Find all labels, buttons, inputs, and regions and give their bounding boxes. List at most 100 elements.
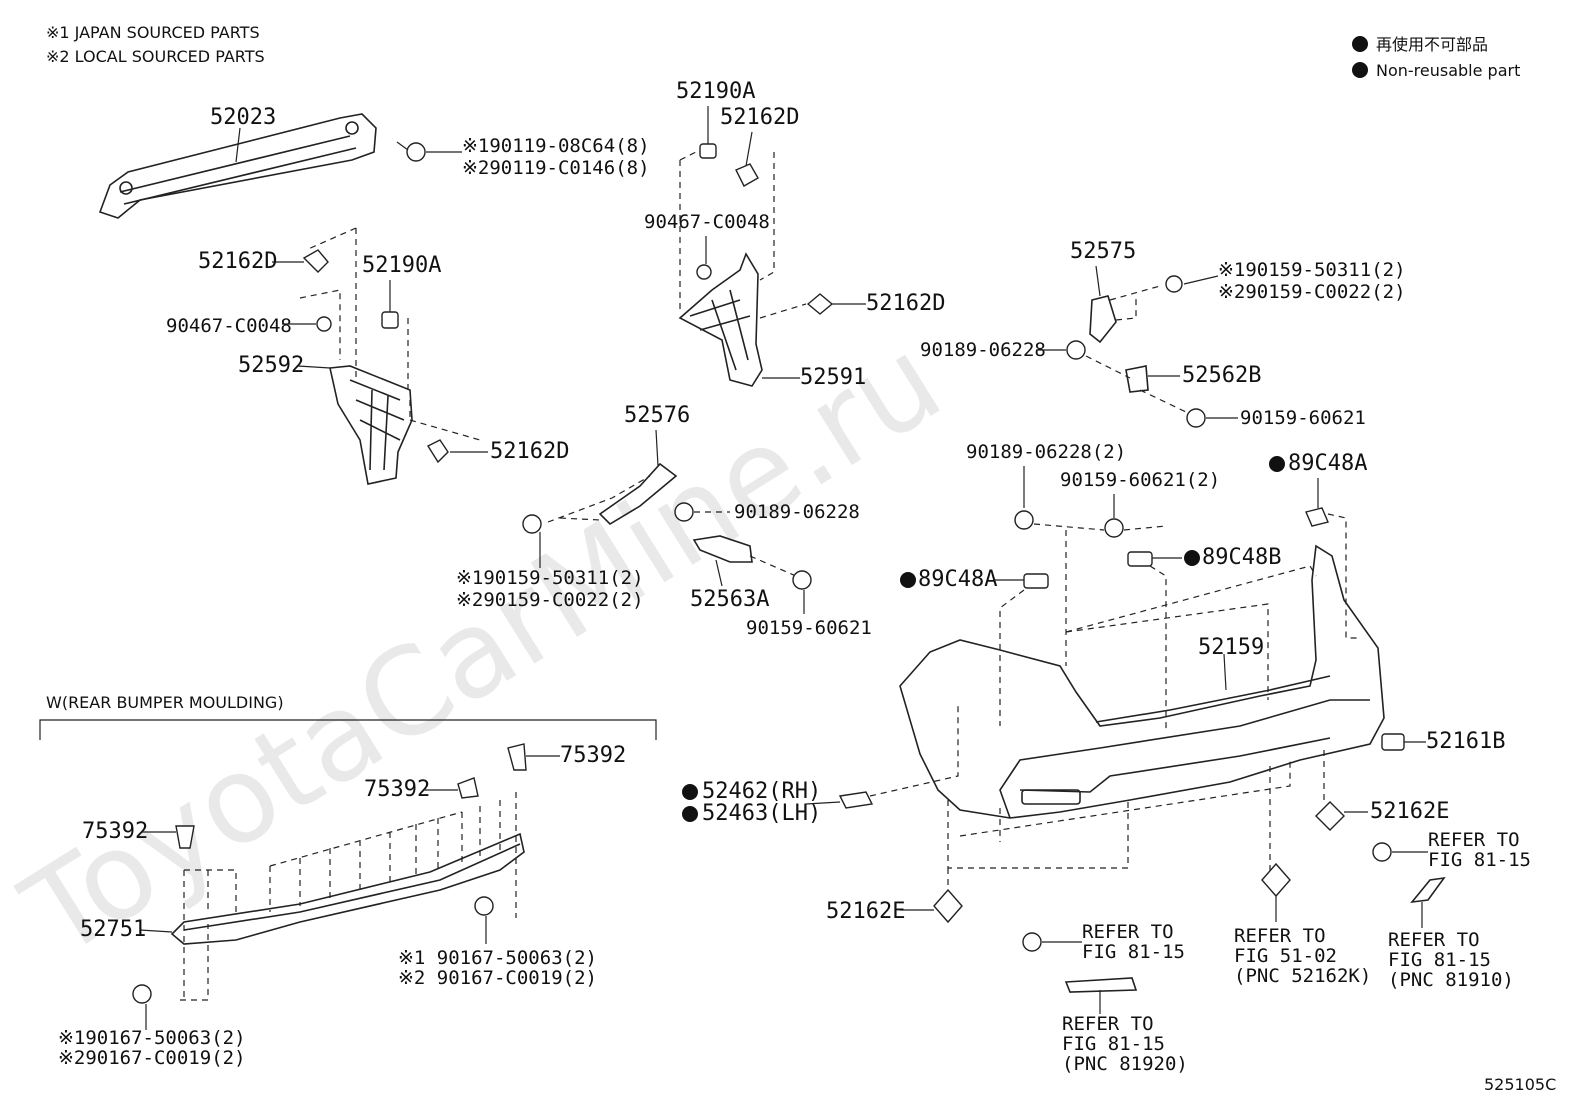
label-bolt-290167-b: ※290167-C0019(2) — [58, 1047, 246, 1069]
label-90159-60621-a: 90159-60621 — [746, 617, 872, 639]
label-75392-c: 75392 — [82, 819, 148, 844]
clip-icon — [1022, 932, 1042, 952]
label-90467-C0048-b: 90467-C0048 — [644, 211, 770, 233]
clip-icon — [806, 293, 834, 315]
non-reusable-dot-icon — [1352, 36, 1368, 52]
label-52162E-a: 52162E — [1370, 799, 1449, 824]
bolt-icon — [1165, 275, 1183, 293]
bolt-icon — [1014, 510, 1034, 530]
label-bolt-290159-b: ※290159-C0022(2) — [1218, 281, 1406, 303]
moulding-bracket — [39, 719, 657, 740]
ref5-refer-to: REFER TO — [1062, 1013, 1154, 1035]
clip-icon — [696, 264, 712, 280]
part-52462-pad[interactable] — [838, 791, 874, 809]
label-52591: 52591 — [800, 365, 866, 390]
nut-icon — [381, 311, 399, 329]
clip-icon — [735, 163, 759, 187]
ref3-refer-to: REFER TO — [1234, 925, 1326, 947]
part-52161B-cap[interactable] — [1381, 733, 1405, 751]
non-reusable-dot-icon — [1352, 62, 1368, 78]
clip-icon — [1127, 551, 1153, 567]
clip-icon — [1023, 573, 1049, 589]
note-local-sourced: ※2 LOCAL SOURCED PARTS — [46, 47, 265, 66]
moulding-section-title: W(REAR BUMPER MOULDING) — [46, 693, 284, 712]
label-52162D-b: 52162D — [490, 439, 569, 464]
bolt-icon — [522, 514, 542, 534]
clip-icon — [316, 316, 332, 332]
ref3-fig: FIG 51-02 — [1234, 945, 1337, 967]
label-52162D-d: 52162D — [866, 291, 945, 316]
bolt-icon — [396, 141, 426, 162]
label-52190A-b: 52190A — [676, 79, 755, 104]
label-bolt-290159-a: ※290159-C0022(2) — [456, 589, 644, 611]
ref2-pnc: (PNC 81910) — [1388, 969, 1514, 991]
label-52563A: 52563A — [690, 587, 769, 612]
ref4-fig: FIG 81-15 — [1082, 941, 1185, 963]
clip-icon — [1372, 842, 1392, 862]
label-bolt-290167-a: ※2 90167-C0019(2) — [398, 967, 597, 989]
part-52576-bracket[interactable] — [598, 462, 678, 526]
label-bolt-290119: ※290119-C0146(8) — [462, 157, 650, 179]
clip-icon — [1315, 801, 1345, 831]
part-52592-bracket[interactable] — [329, 365, 413, 485]
label-90189-06228-a: 90189-06228 — [734, 501, 860, 523]
label-bolt-190159-b: ※190159-50311(2) — [1218, 259, 1406, 281]
label-bolt-190119: ※190119-08C64(8) — [462, 135, 650, 157]
part-52751-moulding[interactable] — [170, 832, 525, 945]
part-52159-bumper-cover[interactable] — [899, 544, 1385, 819]
label-bolt-190159-a: ※190159-50311(2) — [456, 567, 644, 589]
ref4-refer-to: REFER TO — [1082, 921, 1174, 943]
label-89C48B: 89C48B — [1202, 545, 1281, 570]
clip-icon — [933, 888, 963, 924]
ref2-refer-to: REFER TO — [1388, 929, 1480, 951]
label-90467-C0048-a: 90467-C0048 — [166, 315, 292, 337]
label-52751: 52751 — [80, 917, 146, 942]
non-reusable-dot-icon — [682, 784, 698, 800]
label-52562B: 52562B — [1182, 363, 1261, 388]
label-52162D-a: 52162D — [198, 249, 277, 274]
part-52023-reinforcement[interactable] — [98, 113, 377, 219]
non-reusable-dot-icon — [1184, 550, 1200, 566]
part-52575-bracket[interactable] — [1089, 295, 1117, 344]
bolt-icon — [1066, 340, 1086, 360]
clip-icon — [457, 777, 479, 799]
non-reusable-dot-icon — [900, 572, 916, 588]
clip-icon — [1305, 507, 1329, 527]
label-bolt-190167-a: ※1 90167-50063(2) — [398, 947, 597, 969]
label-89C48A-a: 89C48A — [1288, 451, 1367, 476]
part-52591-bracket[interactable] — [678, 252, 763, 387]
ref2-fig: FIG 81-15 — [1388, 949, 1491, 971]
bolt-icon — [1186, 408, 1206, 428]
label-90189-06228-2: 90189-06228(2) — [966, 441, 1126, 463]
part-52563A-bracket[interactable] — [692, 535, 753, 563]
non-reusable-dot-icon — [1269, 456, 1285, 472]
legend-japanese: 再使用不可部品 — [1376, 35, 1488, 54]
ref1-fig: FIG 81-15 — [1428, 849, 1531, 871]
bolt-icon — [792, 570, 812, 590]
label-90189-06228-b: 90189-06228 — [920, 339, 1046, 361]
clip-icon — [175, 825, 195, 849]
label-75392-b: 75392 — [364, 777, 430, 802]
label-52462-RH: 52462(RH) — [702, 779, 821, 804]
reflector-icon — [1410, 876, 1446, 904]
label-52576: 52576 — [624, 403, 690, 428]
label-52463-LH: 52463(LH) — [702, 801, 821, 826]
label-52023: 52023 — [210, 105, 276, 130]
label-89C48A-b: 89C48A — [918, 567, 997, 592]
non-reusable-dot-icon — [682, 806, 698, 822]
ref5-fig: FIG 81-15 — [1062, 1033, 1165, 1055]
bolt-icon — [474, 896, 494, 916]
label-52592: 52592 — [238, 353, 304, 378]
part-52562B-bracket[interactable] — [1125, 365, 1149, 393]
clip-icon — [302, 249, 329, 273]
reflector-icon — [1064, 977, 1138, 993]
ref3-pnc: (PNC 52162K) — [1234, 965, 1371, 987]
clip-icon — [426, 439, 449, 464]
nut-icon — [699, 143, 717, 159]
label-90159-60621-b: 90159-60621 — [1240, 407, 1366, 429]
bolt-icon — [132, 984, 152, 1004]
label-52159: 52159 — [1198, 635, 1264, 660]
label-bolt-190167-b: ※190167-50063(2) — [58, 1027, 246, 1049]
